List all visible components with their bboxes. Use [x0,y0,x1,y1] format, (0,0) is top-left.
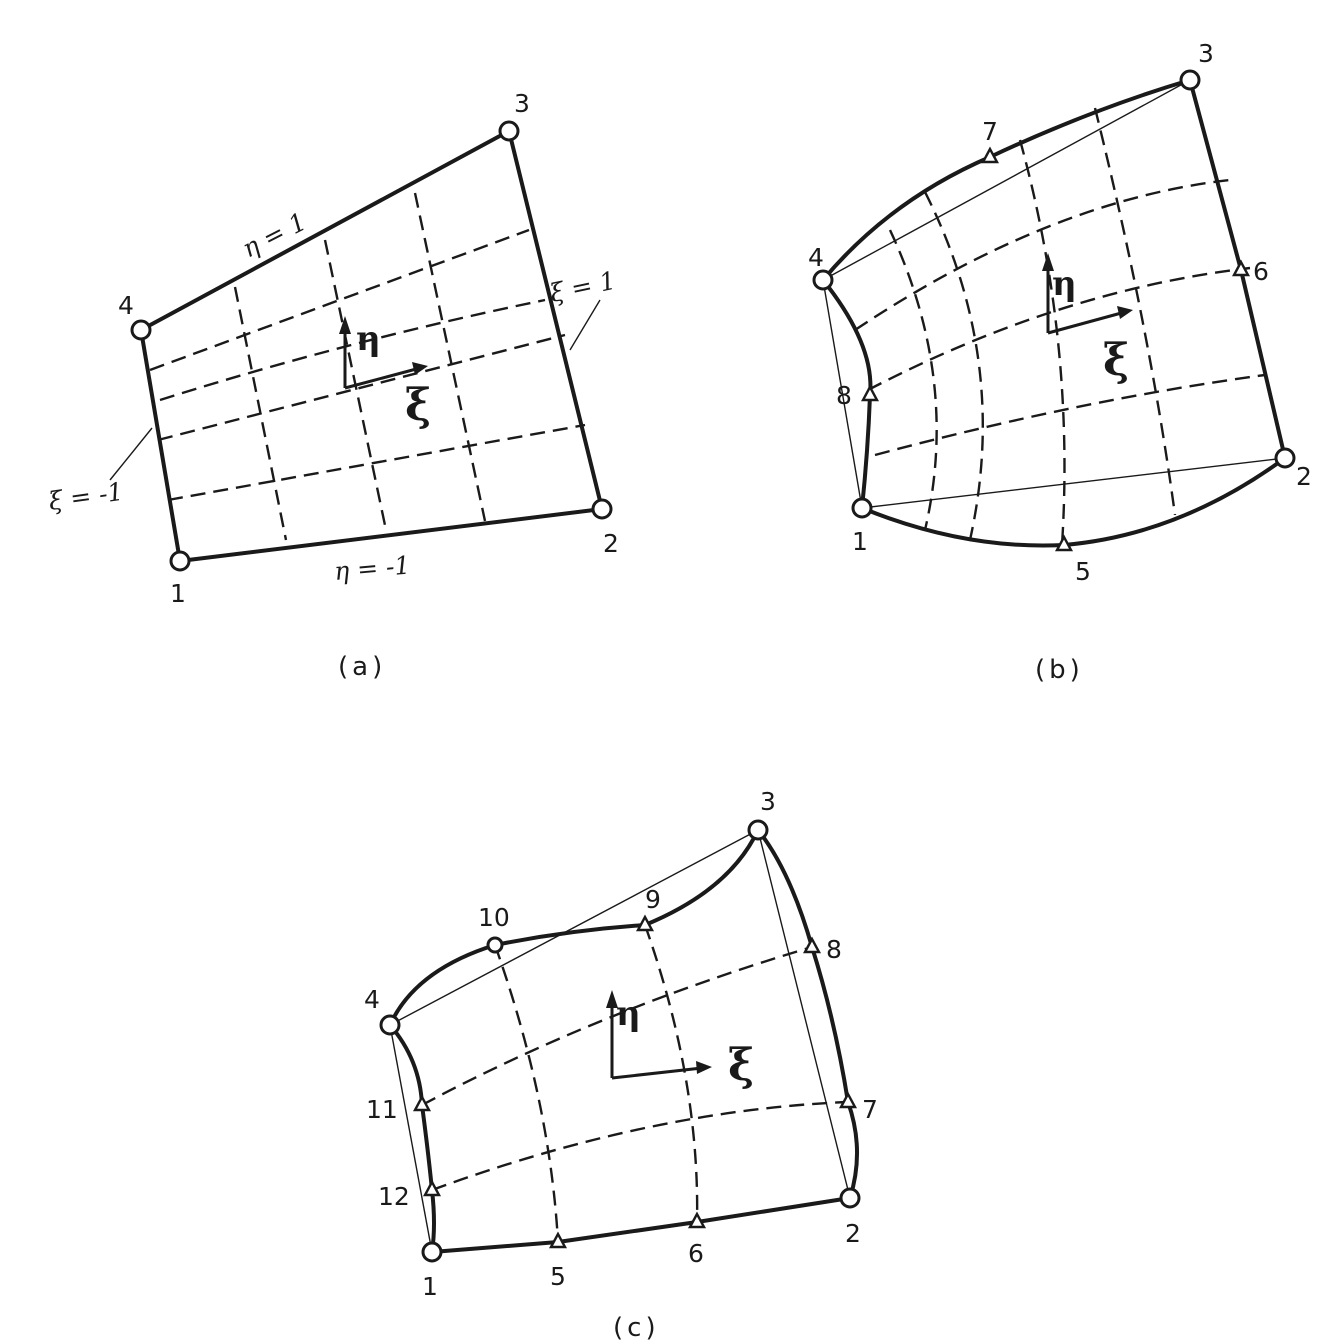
panel-a-node-1-marker [169,550,191,572]
panel-a-nodes: 1 2 3 4 [118,89,619,608]
panel-c-node-12-label: 12 [378,1182,410,1211]
panel-b-node-8-marker [860,384,880,402]
panel-a-node-4-marker [130,319,152,341]
panel-c-node-6-label: 6 [688,1239,704,1268]
panel-b-node-5-label: 5 [1075,557,1091,586]
panel-c-eta-axis-label: η [616,994,641,1034]
panel-c-node-5-marker [548,1231,568,1249]
panel-b-boundary [821,78,1287,548]
panel-c-local-axes: η ξ [606,990,754,1091]
panel-b-node-3-marker [1179,69,1201,91]
panel-a-eta-axis-label: η [356,319,381,359]
panel-a-caption: (a) [338,652,386,682]
panel-c-boundary [388,828,859,1254]
panel-c-node-3-marker [747,819,769,841]
panel-a-xi-axis-label: ξ [405,380,431,431]
panel-b-eta-axis-label: η [1052,264,1077,304]
panel-a-node-3-marker [498,120,520,142]
panel-c-node-11-label: 11 [366,1095,398,1124]
panel-c-node-11-marker [412,1094,432,1112]
panel-b-node-1-label: 1 [852,527,868,556]
panel-b-xi-axis-label: ξ [1103,335,1129,386]
panel-c-node-7-label: 7 [862,1095,878,1124]
panel-c-node-6-marker [687,1211,707,1229]
panel-b-grid [854,107,1266,546]
panel-b-node-6-marker [1231,259,1251,277]
panel-c-node-10-label: 10 [478,903,510,932]
panel-b-node-3-label: 3 [1198,39,1214,68]
panel-c-grid [421,924,849,1243]
panel-c-nodes: 1 2 3 4 5 6 7 8 9 10 11 12 [364,787,878,1301]
panel-c-node-9-label: 9 [645,885,661,914]
panel-a-node-1-label: 1 [170,579,186,608]
panel-b-node-4-marker [812,269,834,291]
panel-a-node-2-marker [591,498,613,520]
panel-a-xi-plus-label: ξ = 1 [547,266,618,308]
panel-c-xi-axis-label: ξ [728,1040,754,1091]
panel-c-node-4-label: 4 [364,985,380,1014]
panel-c-chords [389,829,851,1253]
panel-c-node-4-marker [379,1014,401,1036]
panel-b: η ξ 1 2 3 4 5 6 7 8 (b) [808,39,1312,685]
panel-a-xi-minus-label: ξ = -1 [47,477,125,516]
panel-a-node-3-label: 3 [514,89,530,118]
panel-b-node-2-label: 2 [1296,462,1312,491]
panel-a-grid [149,192,586,541]
panel-c-node-2-marker [839,1187,861,1209]
panel-a-node-4-label: 4 [118,291,134,320]
panel-c-node-7-marker [838,1091,858,1109]
panel-a-eta-minus-label: η = -1 [333,550,411,586]
panel-a-node-2-label: 2 [603,529,619,558]
panel-b-node-6-label: 6 [1253,257,1269,286]
panel-b-node-7-marker [980,146,1000,164]
panel-a-eta-plus-label: η = 1 [238,207,312,264]
panel-b-local-axes: η ξ [1042,253,1133,386]
panel-c-node-10-marker [486,936,504,954]
panel-c-caption: (c) [613,1313,660,1343]
panel-c-node-2-label: 2 [845,1219,861,1248]
panel-c-node-9-marker [635,914,655,932]
panel-c-node-1-marker [421,1241,443,1263]
panel-c: η ξ 1 2 3 4 5 6 7 8 9 10 11 [364,787,878,1343]
panel-c-node-12-marker [422,1179,442,1197]
panel-c-node-8-marker [802,936,822,954]
panel-c-node-3-label: 3 [760,787,776,816]
panel-a-xi-plus-leader [569,299,601,351]
panel-b-node-8-label: 8 [836,381,852,410]
panel-b-node-2-marker [1274,447,1296,469]
panel-c-node-8-label: 8 [826,935,842,964]
panel-b-node-4-label: 4 [808,243,824,272]
panel-a-xi-minus-leader [109,427,153,481]
panel-c-node-5-label: 5 [550,1262,566,1291]
panel-b-node-1-marker [851,497,873,519]
panel-b-nodes: 1 2 3 4 5 6 7 8 [808,39,1312,586]
panel-b-node-7-label: 7 [982,117,998,146]
panel-b-chords [822,79,1286,509]
panel-c-node-1-label: 1 [422,1272,438,1301]
panel-b-node-5-marker [1054,534,1074,552]
panel-b-caption: (b) [1035,655,1084,685]
panel-a: η ξ η = 1 η = -1 ξ = 1 ξ = -1 1 2 3 4 (a… [47,89,619,682]
panel-a-local-axes: η ξ [339,316,431,431]
